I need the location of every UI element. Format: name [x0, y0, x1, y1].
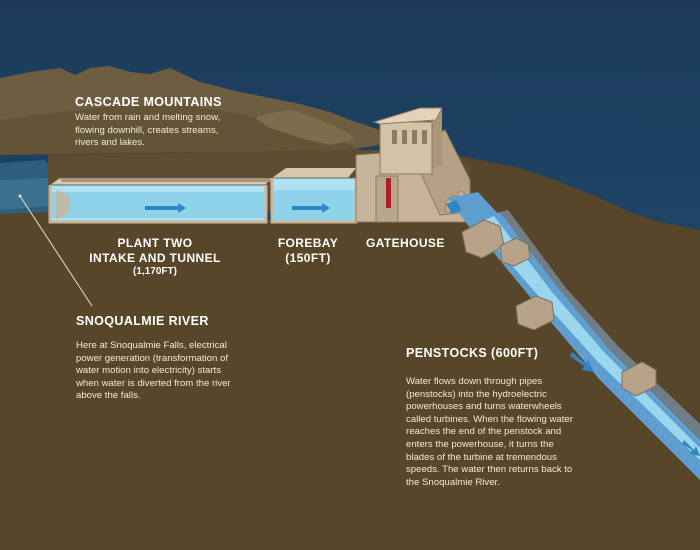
- snoqualmie-river-title: SNOQUALMIE RIVER: [76, 314, 209, 328]
- intake-tunnel-length: (1,170FT): [133, 266, 177, 277]
- gatehouse-gate: [386, 178, 391, 208]
- river-highlight: [0, 178, 48, 210]
- intake-tunnel-label: INTAKE AND TUNNEL: [89, 251, 221, 265]
- penstock-flow-arrow: [570, 352, 594, 372]
- gatehouse-window: [412, 130, 417, 144]
- gatehouse-tower: [379, 121, 433, 175]
- intake-tunnel-hatch: [60, 178, 272, 182]
- leader-dot: [18, 194, 22, 198]
- gatehouse-label: GATEHOUSE: [366, 236, 445, 250]
- intake-tunnel-wall: [48, 185, 268, 224]
- forebay-top: [272, 168, 356, 178]
- plant-two-label: PLANT TWO: [117, 236, 193, 250]
- cascade-mountains-text: Water from rain and melting snow, flowin…: [75, 112, 221, 149]
- penstock-support-4: [621, 361, 657, 397]
- penstock-flow-arrow: [446, 200, 462, 214]
- penstock-flow-arrow: [682, 440, 700, 456]
- penstocks-text: Water flows down through pipes (penstock…: [406, 376, 573, 488]
- gatehouse-window: [422, 130, 427, 144]
- gatehouse-roof: [372, 107, 443, 125]
- cascade-mountains-title: CASCADE MOUNTAINS: [75, 95, 222, 109]
- penstocks-title: PENSTOCKS (600FT): [406, 346, 539, 360]
- forebay-flow-arrow: [292, 203, 330, 213]
- cascade-mountains-far-ridge: [0, 104, 360, 155]
- forebay-label: FOREBAY: [277, 236, 339, 250]
- penstock-support-2: [499, 237, 531, 267]
- gatehouse-window: [392, 130, 397, 144]
- gatehouse-window: [402, 130, 407, 144]
- forebay-water: [274, 190, 354, 220]
- gatehouse-tower-side: [430, 108, 442, 170]
- penstock-support-3: [515, 295, 555, 331]
- intake-tunnel-front-wall: [56, 190, 70, 220]
- snoqualmie-river-text: Here at Snoqualmie Falls, electrical pow…: [76, 340, 231, 402]
- snoqualmie-river-leader-line: [19, 195, 93, 307]
- intake-tunnel-water: [52, 192, 264, 218]
- forebay-length: (150FT): [285, 251, 331, 265]
- tunnel-flow-arrow: [145, 203, 186, 213]
- mountain-right-peak: [255, 110, 355, 145]
- penstock-pipe-highlight: [476, 216, 700, 460]
